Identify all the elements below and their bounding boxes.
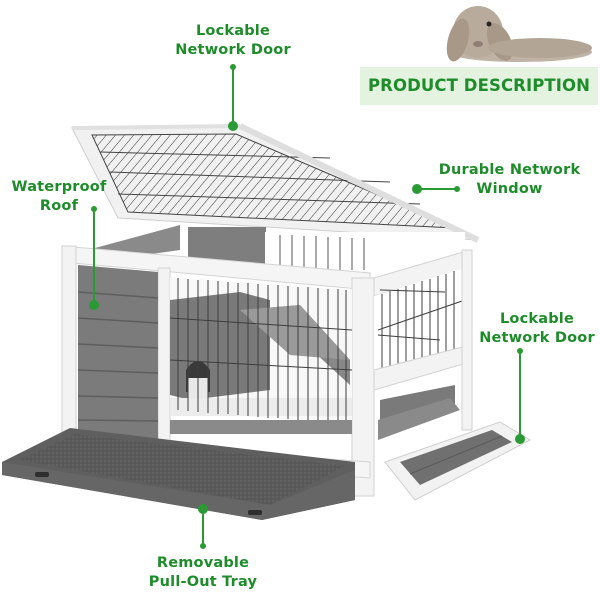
callout-roof: Waterproof Roof xyxy=(4,178,114,216)
callout-line1: Lockable xyxy=(195,23,270,39)
callout-line2: Network Door xyxy=(479,330,595,346)
callout-line1: Removable xyxy=(156,555,250,571)
callout-line1: Lockable xyxy=(499,311,574,327)
callout-tray: Removable Pull-Out Tray xyxy=(140,554,266,592)
callout-line2: Window xyxy=(476,181,543,197)
banner-title: PRODUCT DESCRIPTION xyxy=(367,76,591,95)
callout-line1: Waterproof xyxy=(11,179,107,195)
callout-top-door: Lockable Network Door xyxy=(168,22,298,60)
callout-line2: Pull-Out Tray xyxy=(148,574,258,590)
callout-side-door: Lockable Network Door xyxy=(474,310,600,348)
product-description-banner: PRODUCT DESCRIPTION xyxy=(360,67,598,105)
callout-line2: Roof xyxy=(39,198,79,214)
callout-line2: Network Door xyxy=(175,42,291,58)
callout-line1: Durable Network xyxy=(438,162,581,178)
callout-window: Durable Network Window xyxy=(432,161,587,199)
rabbit-image xyxy=(446,6,592,62)
